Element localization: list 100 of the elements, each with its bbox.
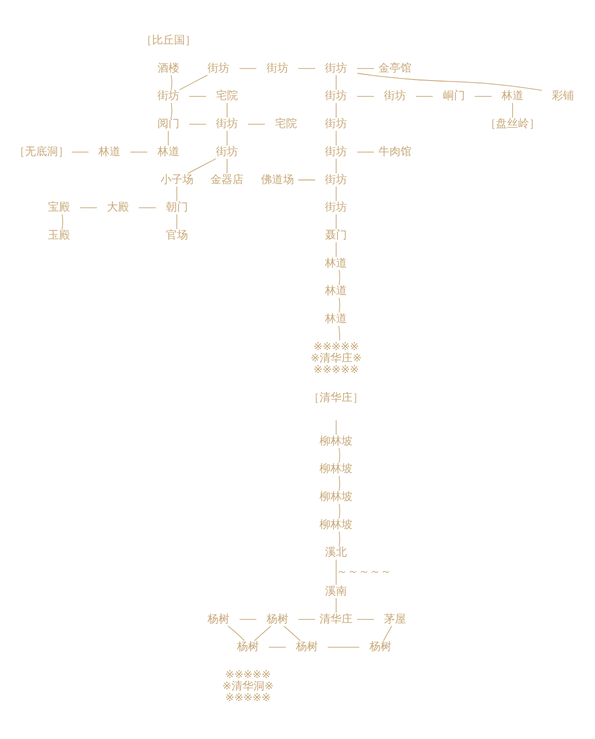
node-text: 林道 [325, 312, 348, 326]
connector [338, 270, 340, 286]
node-text: 柳林坡 [320, 462, 353, 476]
connector [170, 74, 172, 90]
node-text: 街坊 [208, 61, 230, 74]
connector [336, 598, 337, 614]
connector [188, 96, 206, 97]
node-text: 酒楼 [157, 61, 180, 74]
node-text: ※※※※※ ※清华庄※ ※※※※※ [310, 340, 362, 376]
connector [336, 214, 337, 230]
connector [168, 130, 169, 146]
node-text: 彩铺 [552, 89, 574, 102]
node-text: 宅院 [274, 117, 297, 130]
node-text: ※※※※※ ※清华洞※ ※※※※※ [222, 668, 274, 704]
node-text: 街坊 [325, 117, 348, 130]
connector [80, 207, 98, 208]
node-text: 林道 [325, 284, 348, 298]
node-text: ［无底洞］ [14, 144, 69, 158]
node-text: 街坊 [266, 61, 288, 74]
node-text: 小子场 [160, 172, 194, 186]
node-text: 街坊 [384, 89, 406, 102]
connector [138, 207, 156, 208]
node-text: 金器店 [210, 172, 244, 186]
label: ［比丘国］ [140, 34, 196, 47]
connector [336, 74, 337, 90]
node-text: 街坊 [325, 89, 348, 102]
node-text: 茅屋 [384, 612, 406, 626]
node-text: 街坊 [216, 117, 238, 130]
node-text: ［盘丝岭］ [485, 117, 540, 130]
node-text: 柳林坡 [320, 490, 353, 504]
connector [338, 326, 340, 341]
node-text: 玉殿 [48, 228, 70, 242]
node-text: 街坊 [216, 144, 238, 158]
node-text: 杨树 [208, 612, 230, 626]
node-text: 街坊 [157, 89, 180, 102]
node-text: 林道 [98, 144, 120, 158]
connector [338, 298, 340, 313]
connector [248, 124, 266, 125]
edge-label: ～～～～～ [336, 565, 392, 578]
connector [226, 102, 228, 118]
connector [254, 626, 272, 642]
connector [338, 503, 340, 519]
node-text: 柳林坡 [320, 518, 353, 531]
node-text: 街坊 [325, 61, 348, 74]
node-text: 溪北 [325, 546, 348, 559]
connector [336, 242, 337, 258]
connector [357, 72, 542, 91]
connector [338, 448, 340, 464]
connector [356, 96, 374, 97]
node-text: 大殿 [107, 200, 129, 214]
connector [188, 158, 216, 174]
connector [188, 124, 206, 125]
connector [338, 476, 340, 491]
node-text: 杨树 [296, 640, 318, 654]
connector [512, 102, 513, 118]
label: ［清华庄］ [308, 390, 364, 404]
node-text: 街坊 [325, 172, 348, 186]
connector [336, 102, 337, 118]
node-text: 林道 [325, 256, 348, 270]
node-text: 佛道场 [260, 172, 294, 186]
connector [327, 646, 360, 648]
node-text: 杨树 [236, 640, 259, 654]
connector [356, 68, 374, 69]
connector [336, 130, 337, 146]
connector [383, 626, 392, 642]
connector [336, 559, 337, 586]
connector [226, 130, 228, 146]
node-text: 杨树 [266, 612, 288, 626]
node-text: 杨树 [369, 640, 392, 654]
connector [179, 74, 208, 90]
node-text: 宝殿 [48, 200, 70, 214]
connector [239, 68, 257, 69]
node-text: 林道 [502, 89, 524, 102]
connector [176, 186, 178, 202]
connector [268, 646, 286, 648]
connector [239, 619, 257, 620]
connector [226, 158, 228, 174]
node-text: 清华庄 [320, 612, 353, 626]
connector [298, 619, 316, 620]
node-text: 峒门 [442, 89, 465, 102]
connector [416, 96, 434, 97]
node-text: 溪南 [325, 584, 348, 598]
connector [298, 68, 316, 69]
node-text: 金亭馆 [378, 61, 412, 74]
node-text: 牛肉馆 [378, 144, 412, 158]
node-text: 街坊 [325, 200, 348, 214]
node-text: 街坊 [325, 144, 348, 158]
connector [284, 626, 301, 642]
node-text: 宅院 [216, 89, 238, 102]
connector [356, 619, 374, 620]
connector [170, 102, 172, 118]
node-text: 阅门 [157, 117, 180, 130]
connector [228, 626, 245, 642]
node-text: 朝门 [166, 200, 188, 214]
node-text: 聂门 [325, 228, 348, 242]
connector [176, 214, 178, 230]
connector [338, 531, 340, 547]
node-text: 柳林坡 [320, 434, 353, 448]
node-text: 官场 [166, 228, 188, 242]
connector [336, 158, 337, 174]
